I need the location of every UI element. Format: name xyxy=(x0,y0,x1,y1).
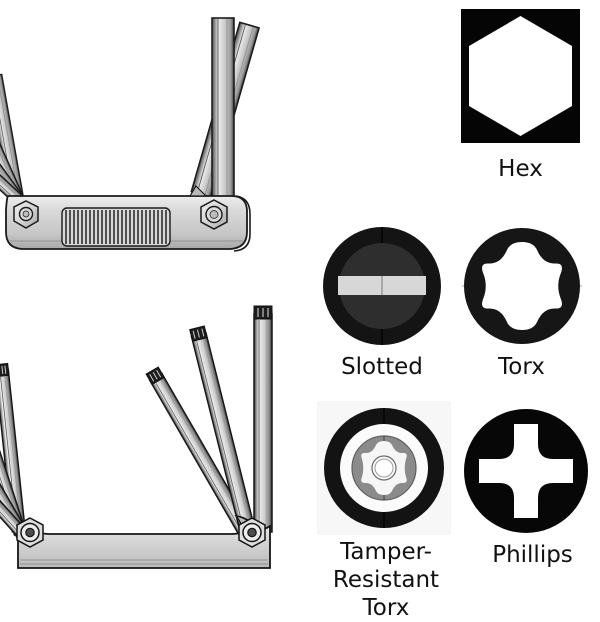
drive-type-phillips-icon-panel xyxy=(463,408,589,534)
torx-socket-icon xyxy=(462,228,582,344)
folding-hex-key-set-top-illustration xyxy=(0,0,260,262)
tamper-resistant-torx-socket-icon xyxy=(317,401,451,535)
pivot-bolt-left-bottom xyxy=(16,517,44,548)
drive-type-slotted-label: Slotted xyxy=(341,354,423,380)
folding-torx-key-set-illustration xyxy=(0,288,300,588)
right-key-blade-group xyxy=(190,17,260,199)
drive-type-torx-icon-panel xyxy=(462,226,582,346)
drive-type-tamper-resistant-torx-icon-panel xyxy=(317,401,451,535)
pivot-bolt-right-bottom xyxy=(238,517,266,548)
pivot-bolt-left xyxy=(13,200,39,229)
left-torx-blade-group xyxy=(0,362,30,541)
drive-type-hex-label: Hex xyxy=(498,156,543,182)
grip-rib-panel xyxy=(61,207,171,247)
drive-type-slotted-icon-panel xyxy=(322,226,442,346)
center-pin xyxy=(371,455,397,481)
slotted-socket-icon xyxy=(323,227,441,345)
drive-type-torx-label: Torx xyxy=(498,354,545,380)
folding-hex-key-set-top-svg xyxy=(0,17,260,252)
folding-torx-key-set-svg xyxy=(0,305,273,569)
tool-handle-body xyxy=(5,185,251,252)
pivot-bolt-right xyxy=(200,199,228,230)
drive-type-tamper-resistant-torx-label: Tamper-Resistant Torx xyxy=(332,539,440,621)
phillips-socket-icon xyxy=(464,409,588,533)
drive-type-phillips-label: Phillips xyxy=(492,542,573,568)
drive-type-hex-icon-panel xyxy=(461,9,580,143)
tool-handle-frame xyxy=(16,515,271,569)
right-torx-blade-group xyxy=(145,305,273,539)
hex-socket-icon xyxy=(461,9,580,143)
left-key-blade-group xyxy=(0,73,28,209)
